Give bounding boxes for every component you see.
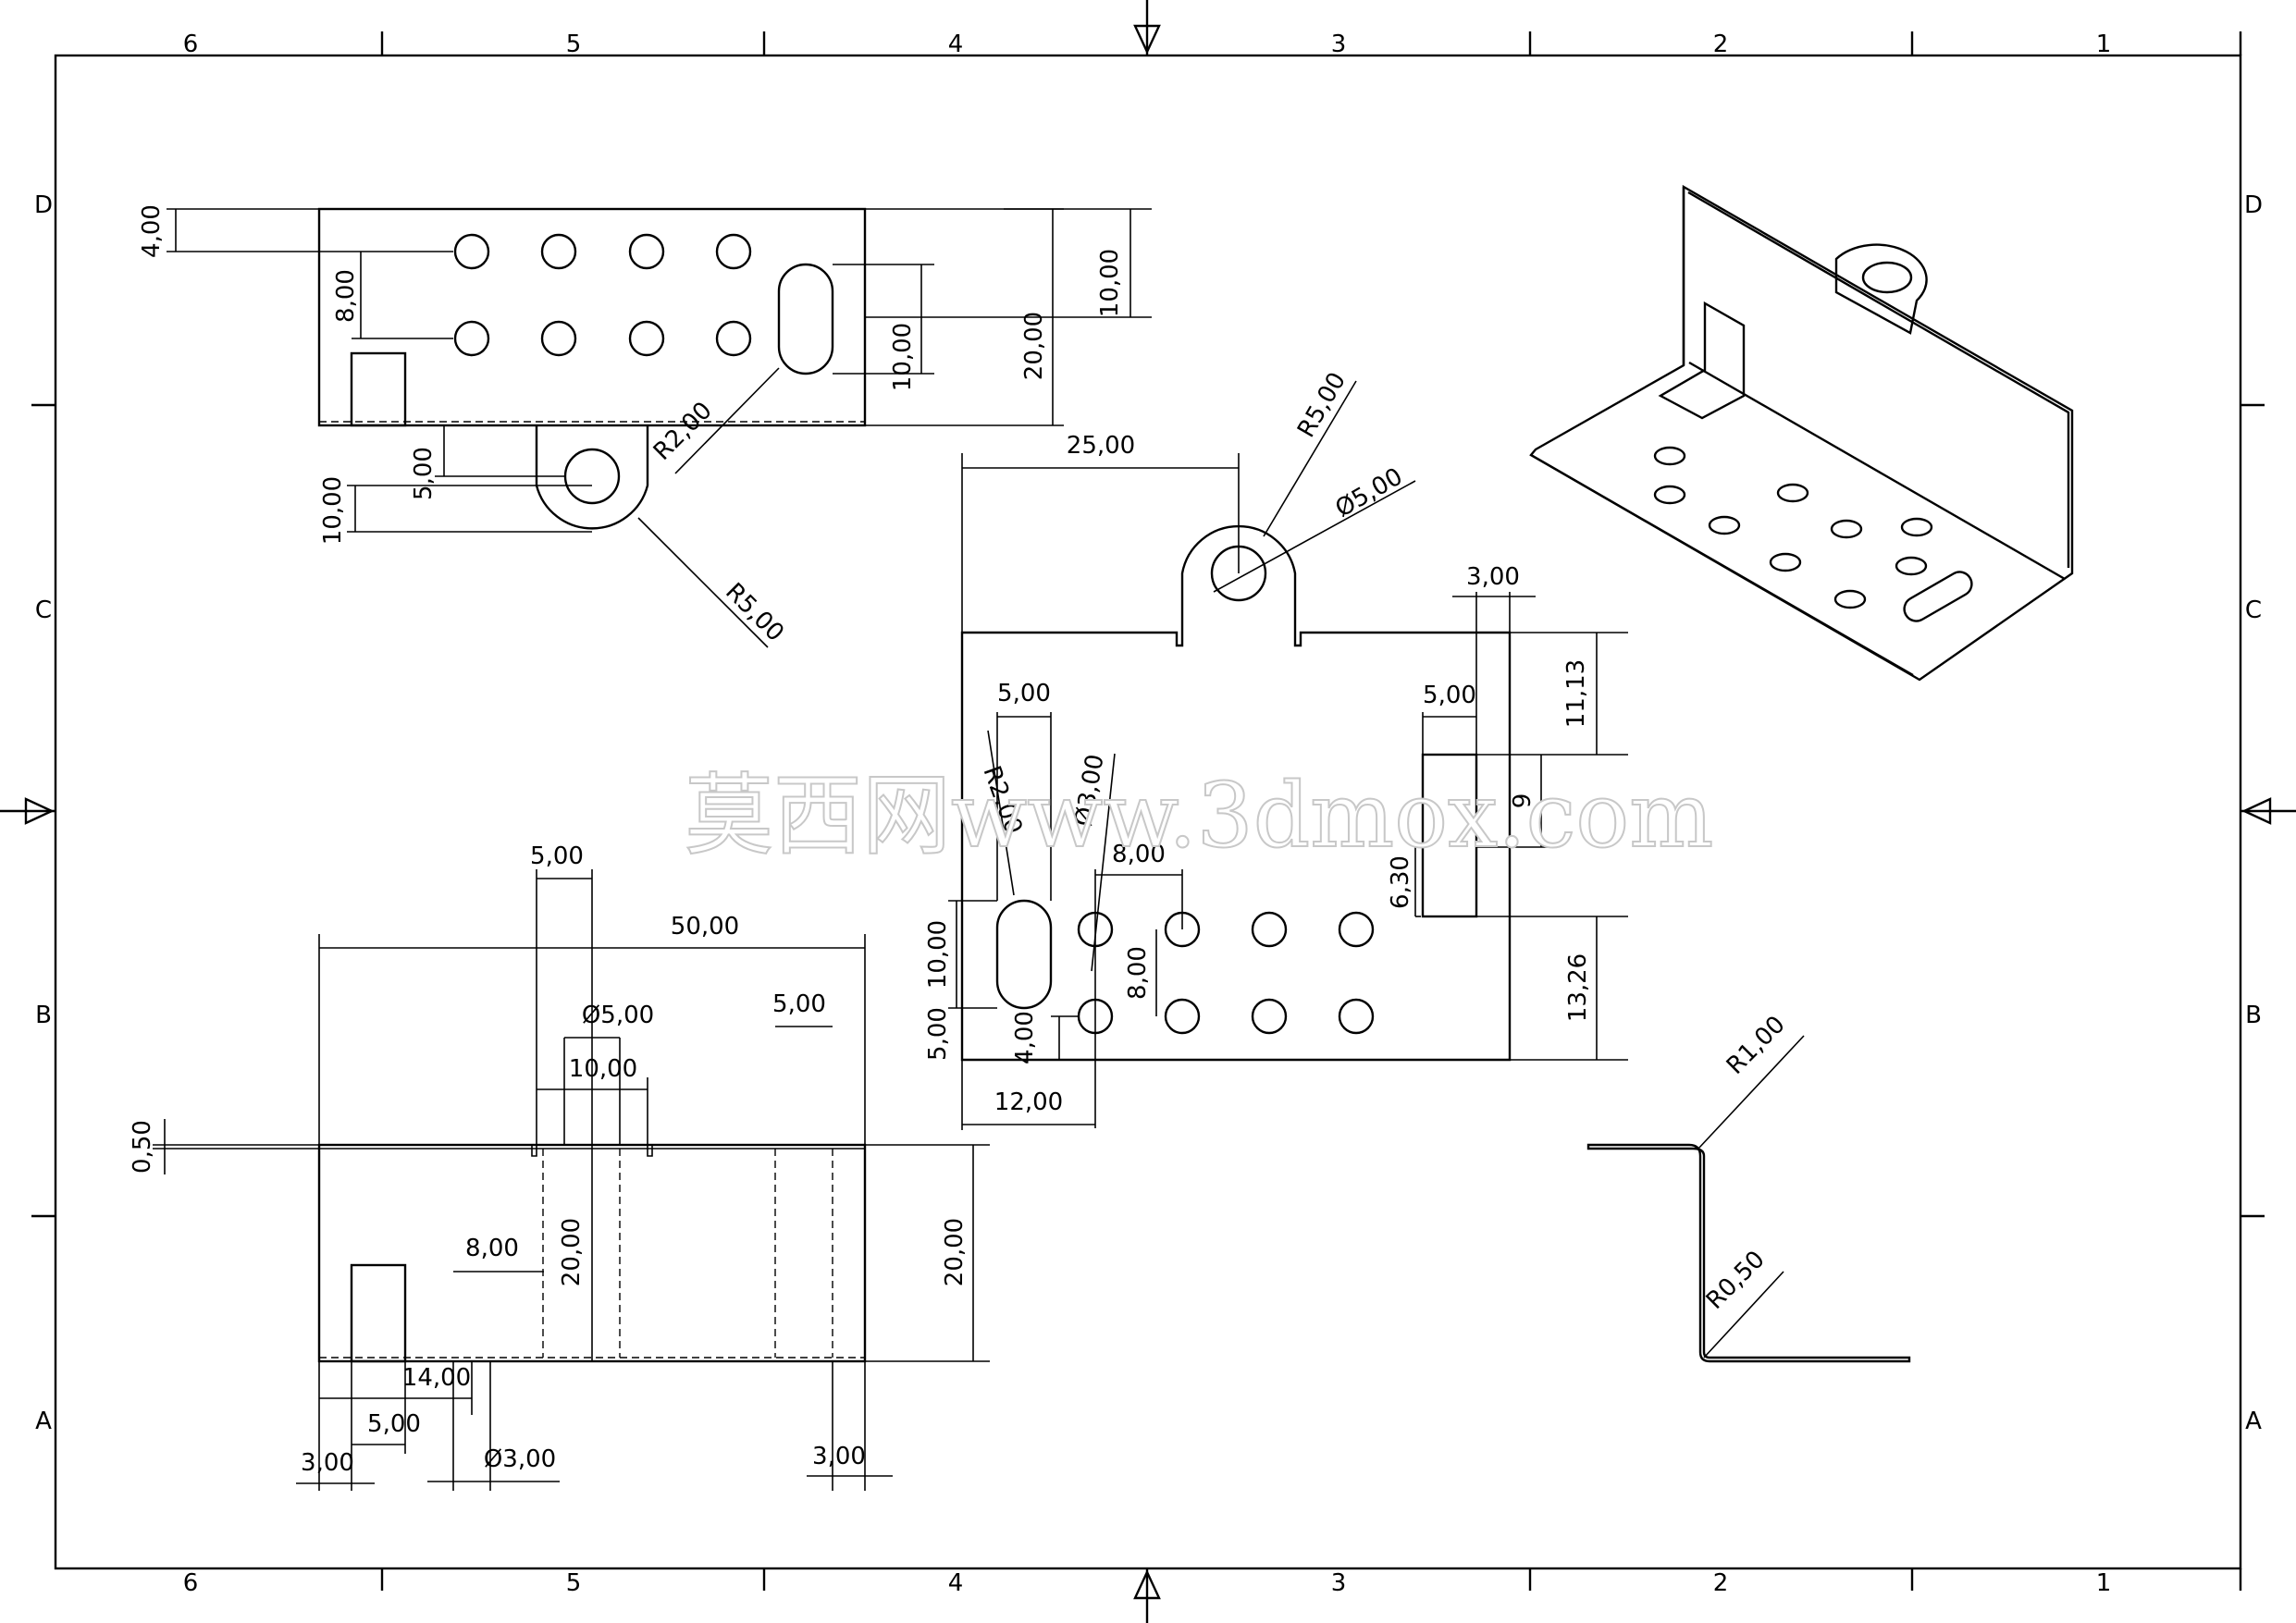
dim-flat-r5: R5,00	[1292, 368, 1352, 443]
dim-front-20-in: 20,00	[558, 1218, 586, 1286]
zone-row-c-left: C	[35, 596, 52, 624]
zone-row-b-right: B	[2245, 1002, 2262, 1029]
zone-row-d-left: D	[34, 191, 53, 219]
dim-top-10-slot: 10,00	[889, 323, 917, 391]
notch	[350, 351, 407, 427]
flat-pattern-view: 25,00 R5,00 Ø5,00 3,00 5,00 5,00 11,13 9…	[924, 368, 1628, 1130]
flat-notch	[1421, 753, 1478, 918]
dim-flat-3: 3,00	[1466, 563, 1520, 591]
dim-top-10-tab: 10,00	[319, 476, 347, 545]
zone-row-d-right: D	[2244, 191, 2263, 219]
watermark: 莫西网www.3dmox.com	[685, 764, 1713, 867]
zone-col-2-bottom: 2	[1713, 1569, 1729, 1597]
dim-flat-5-bot: 5,00	[924, 1007, 952, 1061]
zone-row-a-left: A	[35, 1408, 52, 1435]
zone-row-c-right: C	[2245, 596, 2262, 624]
dim-top-4: 4,00	[138, 204, 166, 258]
dim-flat-1326: 13,26	[1564, 953, 1592, 1022]
zone-col-4-bottom: 4	[948, 1569, 964, 1597]
dim-side-r05: R0,50	[1701, 1246, 1771, 1315]
flat-hole-grid	[1077, 911, 1375, 1035]
zone-col-6-bottom: 6	[183, 1569, 199, 1597]
dim-front-3-left: 3,00	[301, 1449, 354, 1477]
dim-top-8: 8,00	[332, 269, 360, 323]
zone-col-5-bottom: 5	[566, 1569, 582, 1597]
zone-col-5-top: 5	[566, 31, 582, 58]
center-mark-left	[0, 797, 56, 825]
dim-front-10: 10,00	[569, 1055, 637, 1083]
dim-top-r5: R5,00	[720, 578, 789, 647]
dim-flat-25: 25,00	[1067, 432, 1135, 460]
dim-front-50: 50,00	[671, 913, 739, 941]
center-mark-top	[1133, 0, 1161, 55]
dim-flat-10: 10,00	[924, 920, 952, 989]
flat-slot	[995, 899, 1053, 1010]
side-bend-view: R1,00 R0,50	[1586, 1011, 1911, 1363]
top-view: 4,00 8,00 5,00 10,00 R2,00 R5,00 10,00 2…	[138, 204, 1152, 648]
hole-grid	[453, 233, 752, 357]
dim-front-5-bot: 5,00	[367, 1410, 421, 1438]
dim-flat-5-left: 5,00	[997, 680, 1051, 707]
dim-front-dia3: Ø3,00	[484, 1445, 556, 1473]
front-view: 5,00 50,00 Ø5,00 10,00 5,00 0,50 8,00 20…	[129, 842, 990, 1491]
dim-front-3-right: 3,00	[812, 1443, 866, 1470]
center-mark-right	[2240, 797, 2296, 825]
zone-col-3-top: 3	[1331, 31, 1347, 58]
dim-flat-5-right: 5,00	[1423, 682, 1476, 709]
dim-front-dia5: Ø5,00	[582, 1002, 654, 1029]
dim-flat-630: 6,30	[1387, 855, 1414, 909]
dim-top-20: 20,00	[1020, 312, 1048, 380]
front-notch	[350, 1263, 407, 1363]
zone-col-3-bottom: 3	[1331, 1569, 1347, 1597]
zone-row-b-left: B	[35, 1002, 52, 1029]
dim-top-10-right: 10,00	[1096, 249, 1124, 317]
tab-hole	[563, 448, 621, 505]
zone-col-1-top: 1	[2096, 31, 2112, 58]
zone-col-1-bottom: 1	[2096, 1569, 2112, 1597]
slot	[777, 263, 834, 375]
dim-front-14: 14,00	[402, 1364, 471, 1392]
dim-flat-8-v: 8,00	[1124, 946, 1152, 1000]
isometric-view	[1529, 184, 2074, 682]
dim-front-5-right: 5,00	[772, 990, 826, 1018]
dim-front-050: 0,50	[129, 1120, 156, 1174]
dim-flat-4: 4,00	[1011, 1011, 1039, 1064]
dim-side-r1: R1,00	[1722, 1011, 1791, 1080]
dim-front-20-out: 20,00	[941, 1218, 969, 1286]
dim-flat-9: 9	[1509, 793, 1537, 809]
dim-flat-1113: 11,13	[1562, 659, 1590, 728]
dim-top-5: 5,00	[410, 447, 438, 500]
dim-top-r2: R2,00	[648, 397, 718, 466]
zone-col-2-top: 2	[1713, 31, 1729, 58]
zone-row-a-right: A	[2245, 1408, 2262, 1435]
dim-flat-dia5: Ø5,00	[1331, 462, 1408, 523]
dim-front-8: 8,00	[465, 1235, 519, 1262]
center-mark-bottom	[1133, 1568, 1161, 1623]
dim-flat-12: 12,00	[994, 1088, 1063, 1116]
zone-col-6-top: 6	[183, 31, 199, 58]
dim-flat-8-h: 8,00	[1112, 841, 1166, 868]
dim-front-5-top: 5,00	[530, 842, 584, 870]
zone-col-4-top: 4	[948, 31, 964, 58]
